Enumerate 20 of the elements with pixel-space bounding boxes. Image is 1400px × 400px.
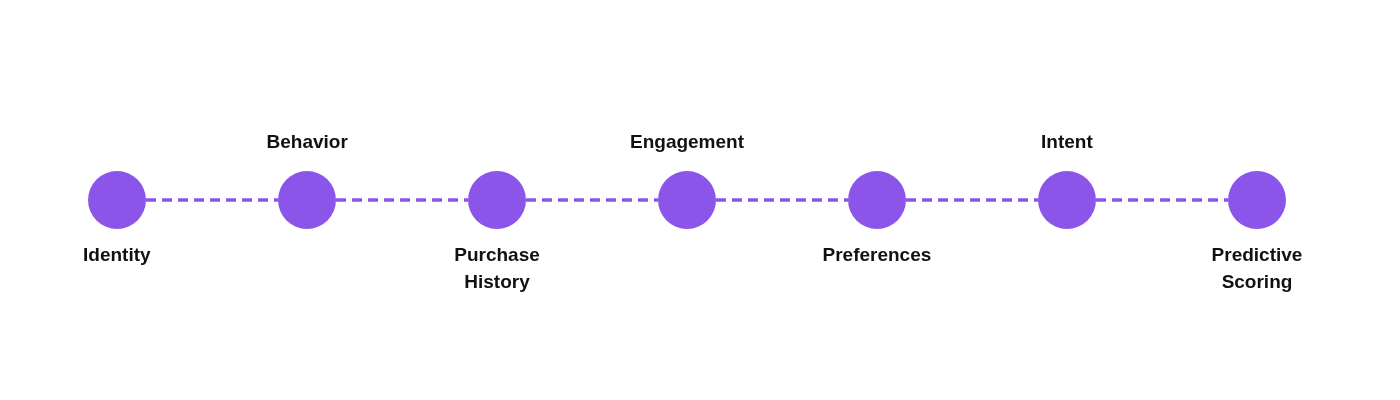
milestone-circle (848, 171, 906, 229)
milestone-circle (1228, 171, 1286, 229)
dashed-connector (146, 198, 278, 202)
milestone-circle (468, 171, 526, 229)
stage-label: Behavior (266, 130, 348, 154)
stage-label: Intent (1041, 130, 1093, 154)
stage-label: Preferences (822, 243, 932, 267)
milestone-circle (1038, 171, 1096, 229)
milestone-circle (88, 171, 146, 229)
dashed-connector (906, 198, 1038, 202)
dashed-connector (526, 198, 658, 202)
milestone-circle (278, 171, 336, 229)
dashed-connector (336, 198, 468, 202)
dashed-connector (1096, 198, 1228, 202)
stage-label: Engagement (630, 130, 745, 154)
dashed-connector (716, 198, 848, 202)
stage-label: Identity (83, 243, 151, 267)
milestone-circle (658, 171, 716, 229)
stage-label: Predictive Scoring (1210, 243, 1304, 294)
stage-label: Purchase History (453, 243, 541, 294)
